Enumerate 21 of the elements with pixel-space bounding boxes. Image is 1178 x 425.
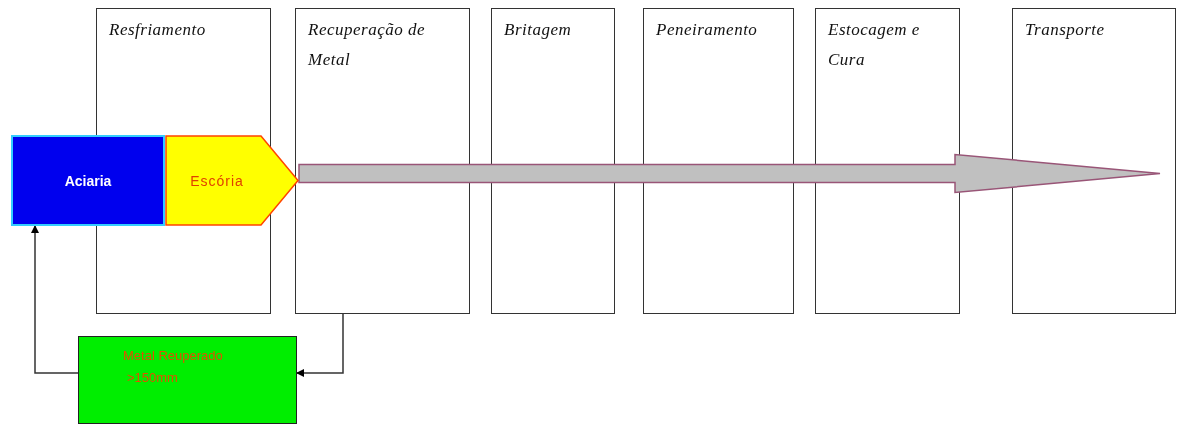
arrow — [296, 313, 344, 377]
box-label: Metal Reuperado — [123, 347, 223, 365]
box-label: Escória — [190, 172, 244, 189]
process-box — [11, 135, 165, 226]
stage-title: Britagem — [504, 19, 573, 41]
stage-title: Recuperação de Metal — [308, 19, 426, 71]
arrow — [31, 225, 79, 374]
stage-box — [1012, 8, 1176, 314]
box-label: >150mm — [127, 369, 178, 387]
stage-box — [295, 8, 470, 314]
stage-box — [491, 8, 615, 314]
stage-box — [643, 8, 794, 314]
block-arrow — [298, 153, 1161, 194]
pentagon-box — [165, 135, 299, 226]
stage-box — [815, 8, 960, 314]
process-box — [78, 336, 297, 424]
stage-title: Peneiramento — [656, 19, 759, 41]
stage-title: Resfriamento — [109, 19, 207, 41]
stage-title: Estocagem e Cura — [828, 19, 921, 71]
box-label: Aciaria — [64, 172, 112, 189]
stage-title: Transporte — [1025, 19, 1106, 41]
